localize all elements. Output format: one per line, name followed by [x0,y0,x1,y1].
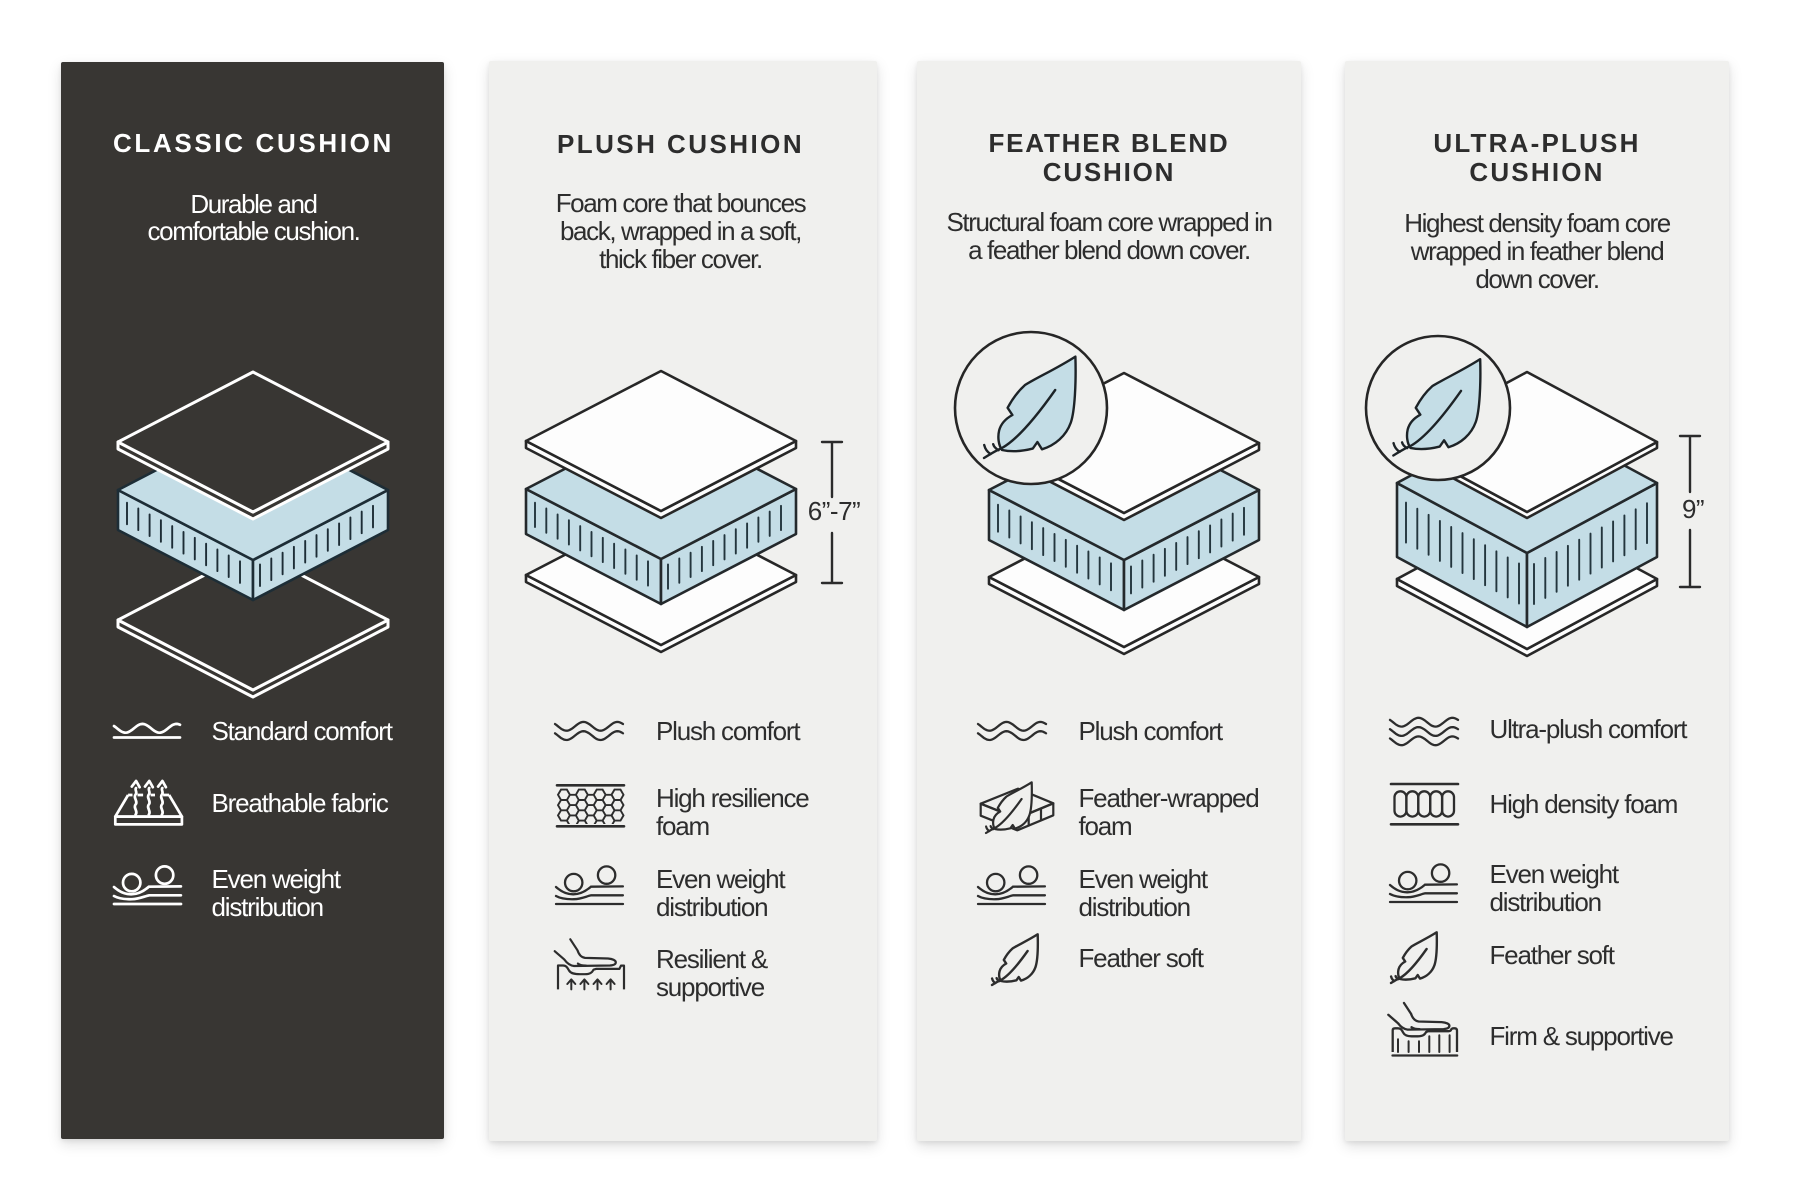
svg-text:9”: 9” [1682,494,1704,524]
svg-text:6”-7”: 6”-7” [808,496,860,526]
